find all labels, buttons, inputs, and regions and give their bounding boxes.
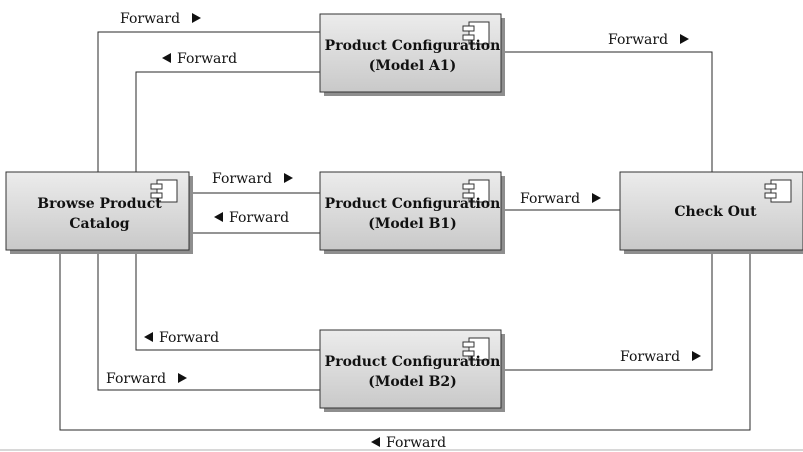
node-title-line: (Model B2) bbox=[368, 374, 457, 390]
arrow-left-icon bbox=[144, 332, 153, 342]
edge-label-b2-browse: Forward bbox=[144, 330, 219, 346]
edge-label-text: Forward bbox=[120, 11, 180, 27]
edge-label-checkout-browse: Forward bbox=[371, 435, 446, 451]
connector-checkout-browse bbox=[59, 250, 751, 431]
node-title-line: Product Configuration bbox=[325, 354, 501, 370]
node-title-line: Catalog bbox=[69, 216, 129, 232]
node-title-line: Product Configuration bbox=[325, 196, 501, 212]
edge-label-text: Forward bbox=[520, 191, 580, 207]
edge-label-b1-browse: Forward bbox=[214, 210, 289, 226]
edge-label-text: Forward bbox=[608, 32, 668, 48]
connector-a1-browse bbox=[135, 71, 320, 172]
edge-label-a1-browse: Forward bbox=[162, 51, 237, 67]
edge-label-a1-checkout: Forward bbox=[608, 32, 689, 48]
arrow-right-icon bbox=[680, 34, 689, 44]
edge-label-browse-b2: Forward bbox=[106, 371, 187, 387]
node-title-line: Product Configuration bbox=[325, 38, 501, 54]
node-b1: Product Configuration (Model B1) bbox=[319, 171, 505, 254]
connector-browse-b2 bbox=[97, 250, 320, 391]
connector-browse-a1 bbox=[97, 31, 320, 172]
node-title-line: Check Out bbox=[674, 204, 757, 220]
node-b2: Product Configuration (Model B2) bbox=[319, 329, 505, 412]
edge-label-text: Forward bbox=[177, 51, 237, 67]
edge-label-browse-b1: Forward bbox=[212, 171, 293, 187]
component-icon bbox=[764, 179, 792, 203]
component-icon bbox=[462, 337, 490, 361]
connector-b2-checkout bbox=[501, 250, 713, 371]
edge-label-text: Forward bbox=[159, 330, 219, 346]
edge-label-b1-checkout: Forward bbox=[520, 191, 601, 207]
arrow-right-icon bbox=[284, 173, 293, 183]
arrow-right-icon bbox=[692, 351, 701, 361]
arrow-right-icon bbox=[592, 193, 601, 203]
node-title-line: (Model B1) bbox=[368, 216, 457, 232]
node-a1: Product Configuration (Model A1) bbox=[319, 13, 505, 96]
edge-label-text: Forward bbox=[106, 371, 166, 387]
edge-label-b2-checkout: Forward bbox=[620, 349, 701, 365]
edge-label-text: Forward bbox=[229, 210, 289, 226]
arrow-left-icon bbox=[371, 437, 380, 447]
node-title-line: (Model A1) bbox=[369, 58, 457, 74]
arrow-left-icon bbox=[214, 212, 223, 222]
component-icon bbox=[462, 21, 490, 45]
component-icon bbox=[462, 179, 490, 203]
edge-label-browse-a1: Forward bbox=[120, 11, 201, 27]
node-checkout: Check Out bbox=[619, 171, 803, 254]
connector-a1-checkout bbox=[501, 51, 713, 172]
arrow-right-icon bbox=[178, 373, 187, 383]
edge-label-text: Forward bbox=[386, 435, 446, 451]
edge-labels: ForwardForwardForwardForwardForwardForwa… bbox=[106, 11, 701, 451]
arrow-left-icon bbox=[162, 53, 171, 63]
edge-label-text: Forward bbox=[212, 171, 272, 187]
connectors bbox=[59, 31, 751, 431]
arrow-right-icon bbox=[192, 13, 201, 23]
component-icon bbox=[150, 179, 178, 203]
edge-label-text: Forward bbox=[620, 349, 680, 365]
connector-b2-browse bbox=[135, 250, 320, 351]
node-title-line: Browse Product bbox=[37, 196, 162, 212]
